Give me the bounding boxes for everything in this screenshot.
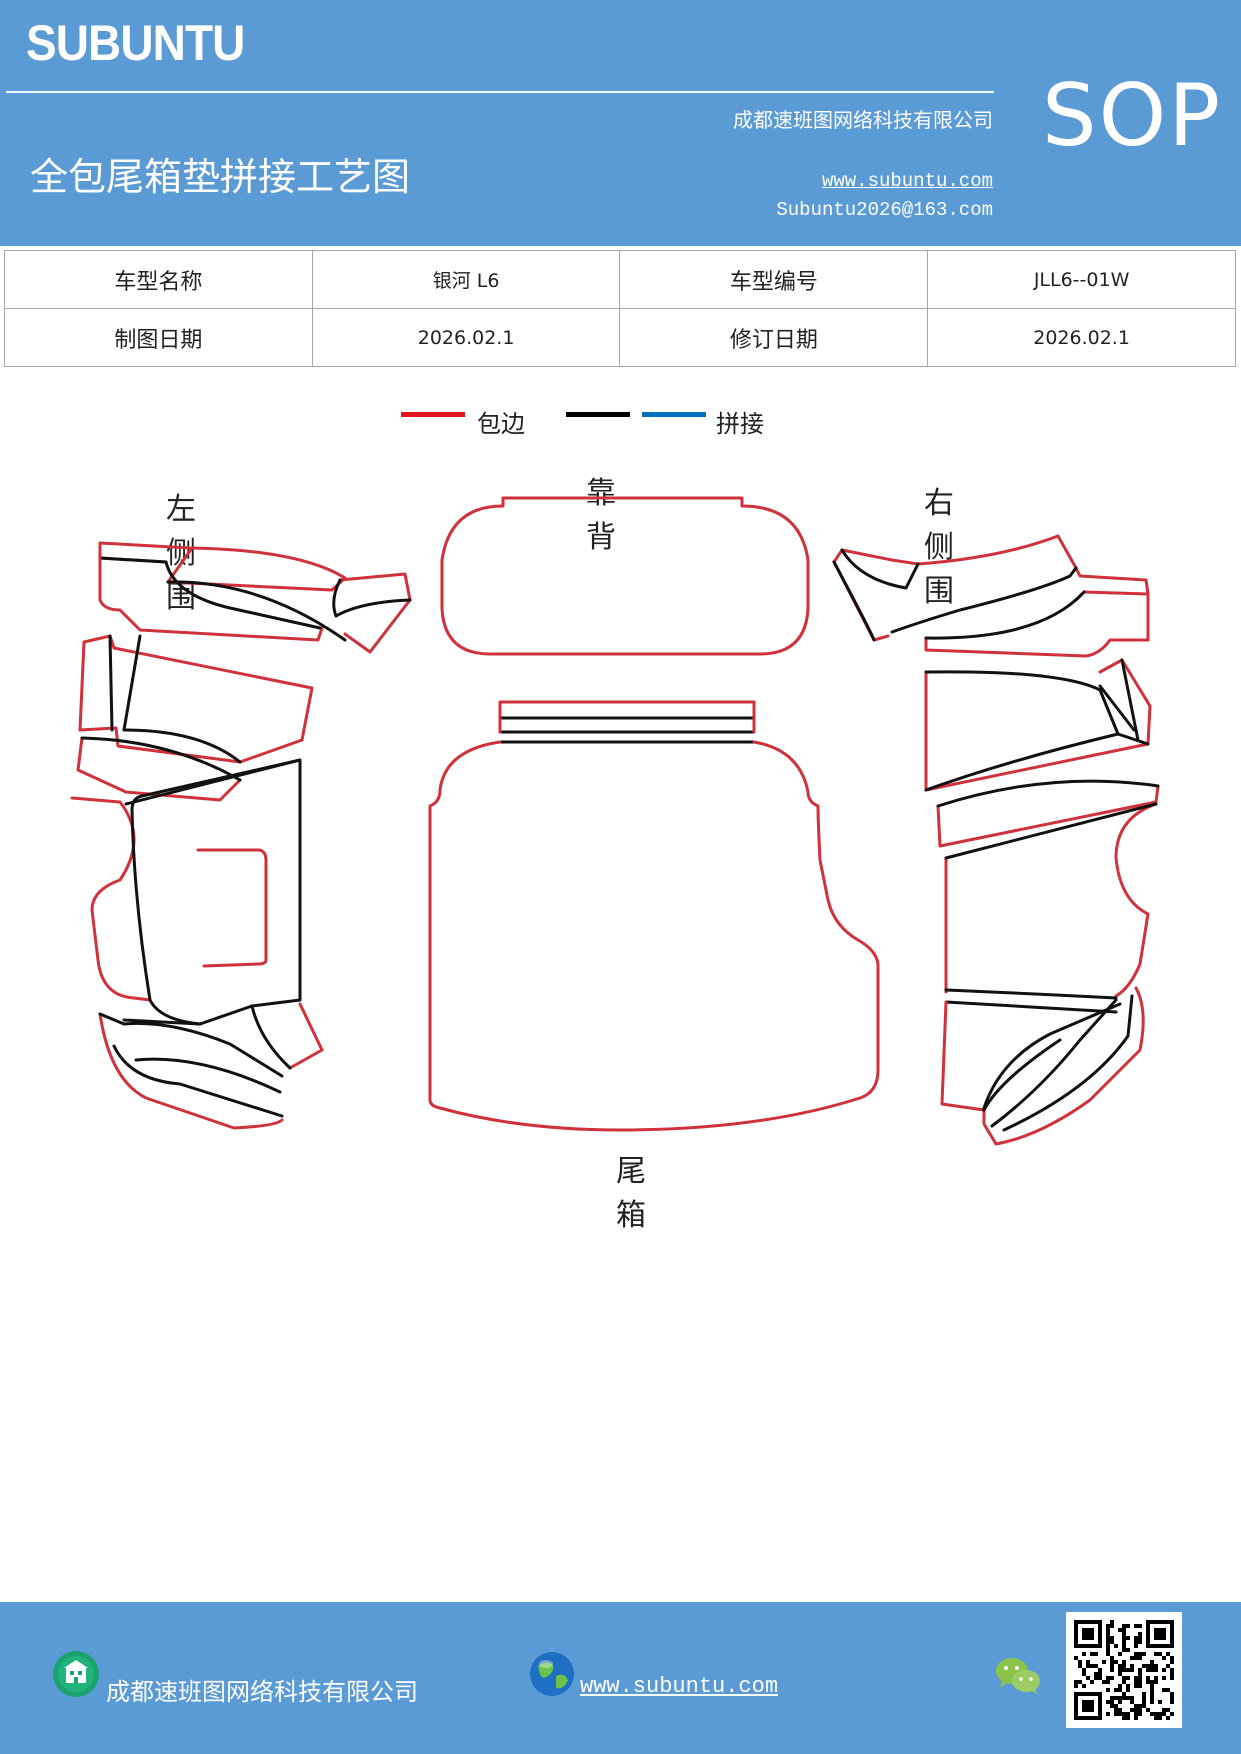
- brand-logo: SUBUNTU: [26, 15, 245, 71]
- left-top-seam-a: [98, 556, 168, 564]
- right-top-seam-a: [840, 548, 920, 590]
- table-row: 车型名称 银河 L6 车型编号 JLL6--01W: [4, 250, 1236, 309]
- right-mid-panel: [924, 658, 1152, 792]
- globe-icon: [530, 1652, 574, 1696]
- value-revision-date: 2026.02.1: [927, 308, 1236, 367]
- label-model-code: 车型编号: [619, 250, 929, 309]
- document-title: 全包尾箱垫拼接工艺图: [30, 155, 411, 199]
- right-lower-seam-a: [982, 1002, 1122, 1110]
- left-window-cutout: [196, 848, 268, 968]
- left-upper-flap: [98, 556, 324, 642]
- left-lower-seam-c: [134, 1057, 282, 1094]
- vehicle-info-table: 车型名称 银河 L6 车型编号 JLL6--01W 制图日期 2026.02.1…: [4, 250, 1236, 367]
- left-large-seam-a: [130, 758, 302, 1008]
- website-link[interactable]: www.subuntu.com: [821, 170, 993, 192]
- legend-swatch-edge: [401, 412, 465, 417]
- right-upper-panel: [924, 592, 1150, 658]
- label-model-name: 车型名称: [4, 250, 313, 309]
- trunk-top-strip: [498, 700, 756, 720]
- left-top-panel-b: [166, 546, 347, 592]
- value-model-name: 银河 L6: [311, 250, 621, 309]
- legend-swatch-seam: [642, 412, 706, 417]
- right-mid-seam-c: [1098, 684, 1136, 732]
- zone-label-right: 右侧围: [924, 486, 956, 609]
- company-name: 成都速班图网络科技有限公司: [733, 108, 993, 132]
- left-mid-seam-c: [122, 728, 242, 764]
- right-large-seam-a: [944, 802, 1158, 860]
- legend-label-seam: 拼接: [716, 410, 764, 438]
- right-strip-panel: [936, 784, 1160, 848]
- right-upper-seam: [924, 590, 1086, 640]
- wechat-icon[interactable]: [994, 1654, 1042, 1698]
- left-lower-seam-a: [98, 1012, 284, 1078]
- right-mid-seam-a: [924, 670, 1120, 736]
- left-mid-seam-b: [122, 634, 142, 732]
- right-strip-seam: [936, 779, 1160, 808]
- doc-type-label: SOP: [1042, 66, 1223, 166]
- value-draw-date: 2026.02.1: [311, 308, 621, 367]
- table-row: 制图日期 2026.02.1 修订日期 2026.02.1: [4, 308, 1236, 367]
- left-corner-triangle: [338, 572, 412, 654]
- zone-label-left: 左侧围: [166, 492, 198, 615]
- right-arc-cutout: [1114, 802, 1158, 998]
- label-draw-date: 制图日期: [4, 308, 313, 367]
- value-model-code: JLL6--01W: [927, 250, 1236, 309]
- footer-company-name: 成都速班图网络科技有限公司: [106, 1678, 418, 1706]
- legend-swatch-black: [566, 412, 630, 417]
- left-corner-seam: [332, 578, 412, 618]
- left-mid-seam-d: [80, 736, 242, 782]
- right-lower-panel: [940, 986, 1145, 1146]
- right-mid-seam-b: [924, 732, 1150, 792]
- header-divider: [6, 91, 994, 93]
- left-mid-panel-a: [78, 634, 314, 764]
- left-mid-panel-b: [76, 736, 242, 802]
- trunk-mid-strip: [498, 716, 756, 734]
- building-icon: [53, 1651, 99, 1697]
- right-top-seam-b: [832, 560, 876, 642]
- label-revision-date: 修订日期: [619, 308, 929, 367]
- legend: 包边 拼接: [0, 400, 1241, 440]
- zone-label-back: 靠背: [586, 476, 618, 555]
- left-mid-seam-a: [108, 634, 114, 732]
- trunk-floor-panel: [428, 740, 880, 1132]
- left-upper-seam: [164, 560, 322, 630]
- footer-website-link[interactable]: www.subuntu.com: [580, 1674, 779, 1699]
- qr-code: [1066, 1612, 1182, 1728]
- page-footer: 成都速班图网络科技有限公司 www.subuntu.com: [0, 1602, 1241, 1754]
- page-header: SUBUNTU 成都速班图网络科技有限公司 全包尾箱垫拼接工艺图 www.sub…: [0, 0, 1241, 246]
- left-upper-seam-2: [166, 580, 347, 642]
- left-bottom-seam: [148, 998, 254, 1026]
- right-top-panel-b: [1056, 534, 1150, 602]
- left-lower-seam-b: [112, 1044, 284, 1118]
- qr-code-pattern: [1074, 1620, 1174, 1720]
- right-top-seam-c: [890, 566, 1078, 634]
- left-lower-tip: [288, 1002, 324, 1070]
- right-top-panel: [832, 534, 1060, 642]
- right-lower-seam-d: [982, 1038, 1062, 1112]
- right-lower-seam-c: [1002, 994, 1134, 1132]
- left-large-seam-b: [124, 758, 302, 806]
- mat-pattern-drawing: [70, 496, 1160, 1146]
- right-large-seam-b: [944, 988, 1118, 1000]
- right-large-seam-c: [944, 1000, 1118, 1014]
- right-mid-seam-d: [1120, 658, 1140, 742]
- email-address: Subuntu2026@163.com: [776, 199, 993, 221]
- left-lower-tip-seam: [250, 1004, 292, 1070]
- right-lower-seam-b: [990, 998, 1118, 1128]
- backrest-panel: [440, 496, 810, 656]
- legend-label-edge: 包边: [477, 410, 525, 438]
- left-bottom-seam-b: [122, 1018, 202, 1026]
- left-lower-panel-a: [98, 1012, 284, 1130]
- zone-label-trunk: 尾箱: [616, 1154, 648, 1233]
